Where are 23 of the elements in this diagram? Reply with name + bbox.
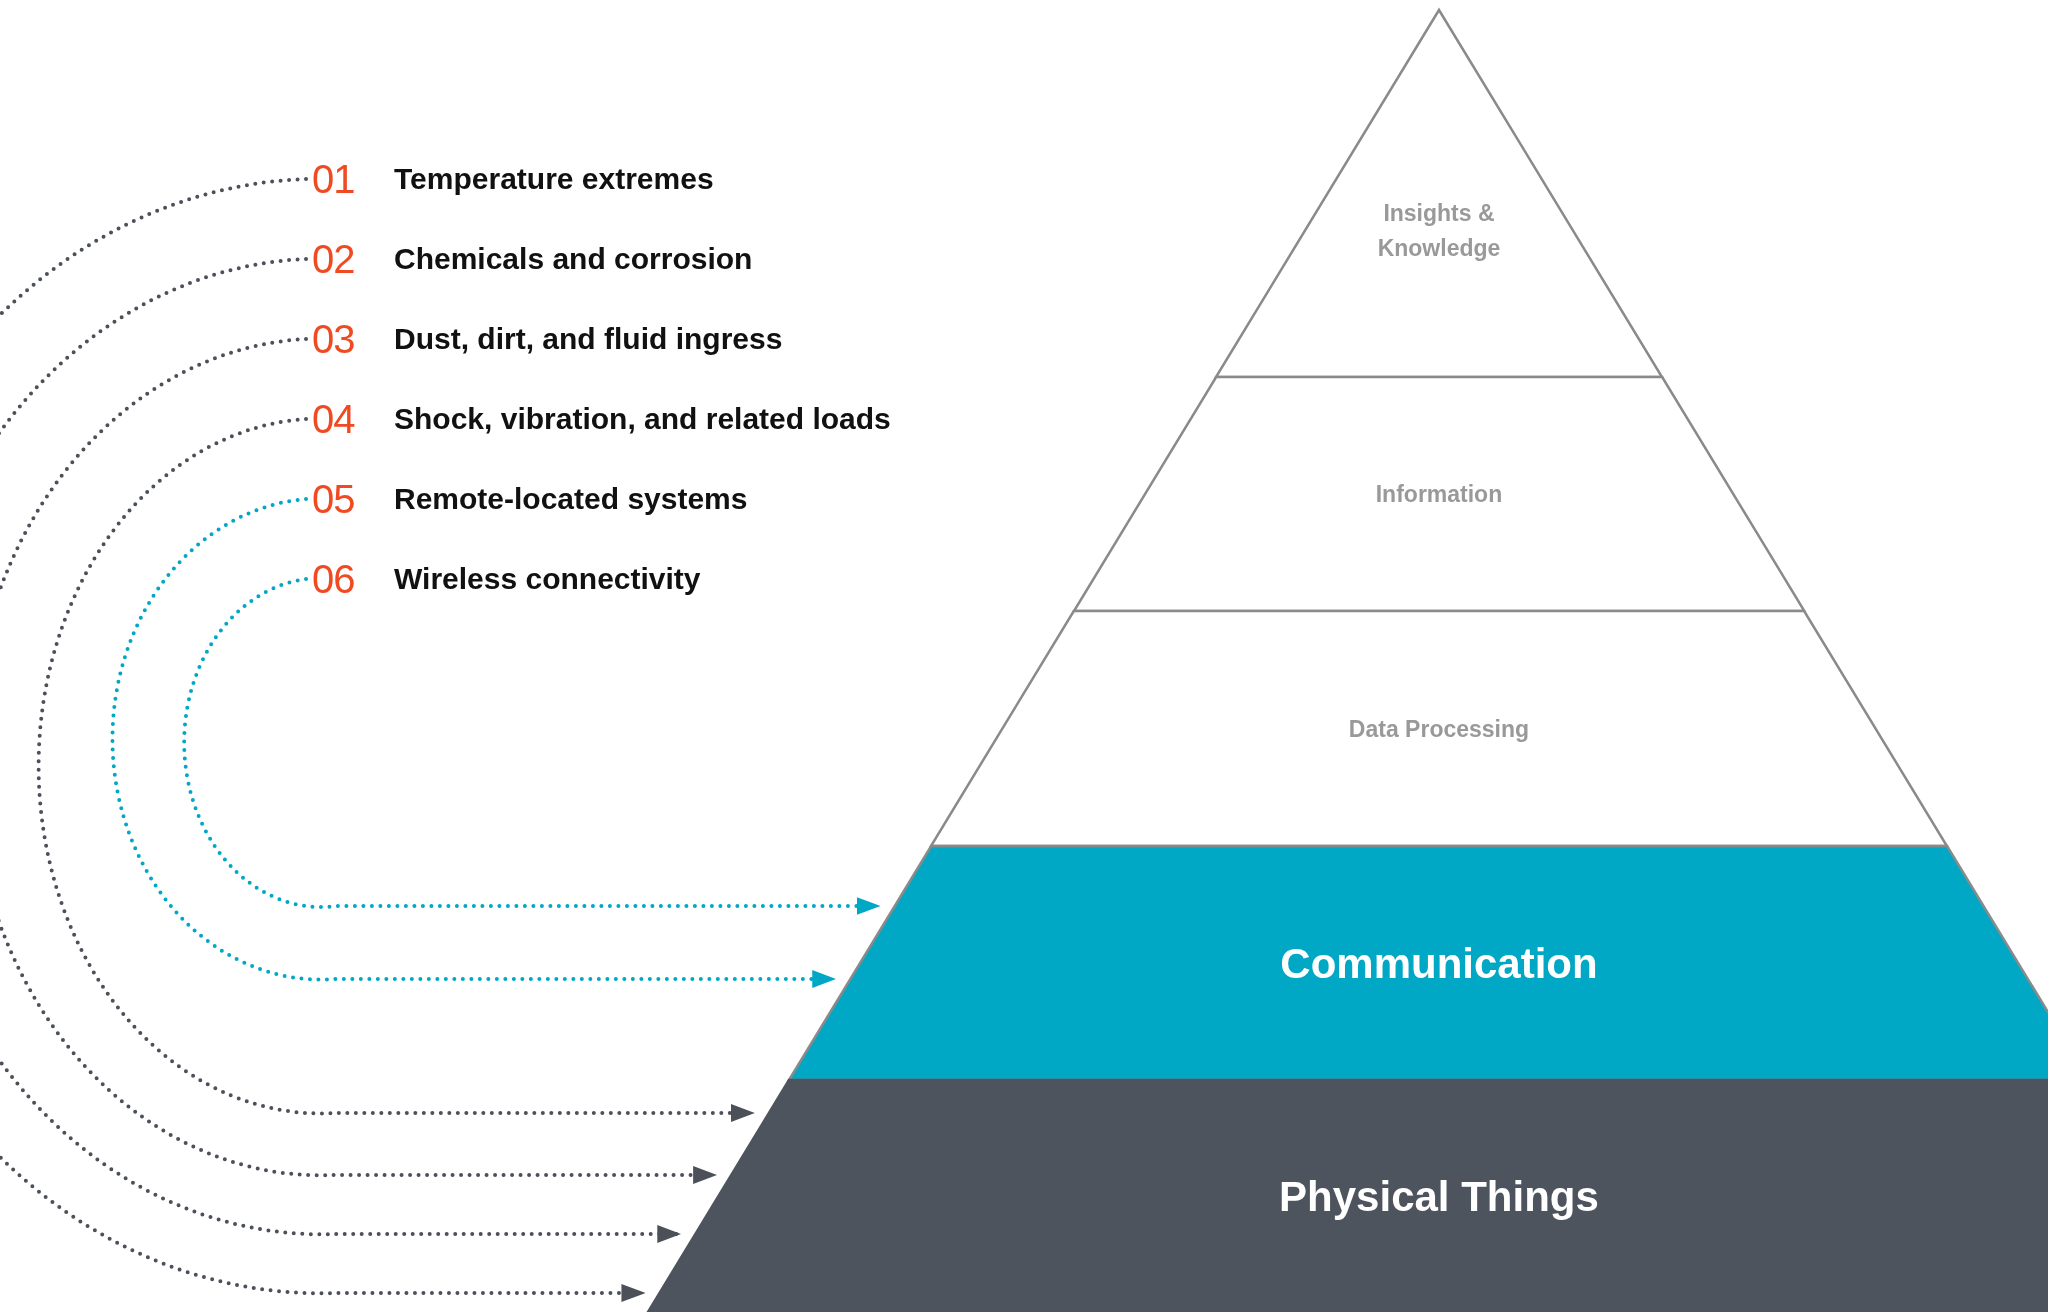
list-number: 04: [312, 396, 356, 442]
layer-label: Physical Things: [1279, 1171, 1599, 1222]
dotted-arrow: [0, 257, 682, 1243]
dotted-arrow: [110, 497, 837, 988]
list-item-text: Remote-located systems: [394, 482, 748, 516]
list-number: 03: [312, 316, 356, 362]
layer-label: Communication: [1280, 938, 1598, 989]
dotted-arrow: [182, 577, 881, 915]
dotted-arrow: [0, 177, 646, 1302]
dotted-arrow: [0, 337, 718, 1184]
list-item-text: Wireless connectivity: [394, 562, 701, 596]
layer-label: Data Processing: [1348, 714, 1530, 744]
list-item-text: Dust, dirt, and fluid ingress: [394, 322, 783, 356]
list-number: 02: [312, 236, 356, 282]
dotted-arrow: [36, 417, 755, 1122]
list-item-text: Chemicals and corrosion: [394, 242, 753, 276]
list-item-text: Shock, vibration, and related loads: [394, 402, 891, 436]
list-number: 06: [312, 556, 356, 602]
list-number: 05: [312, 476, 356, 522]
layer-label: Insights & Knowledge: [1376, 198, 1502, 263]
list-item-text: Temperature extremes: [394, 162, 714, 196]
list-number: 01: [312, 156, 356, 202]
layer-label: Information: [1375, 479, 1503, 509]
